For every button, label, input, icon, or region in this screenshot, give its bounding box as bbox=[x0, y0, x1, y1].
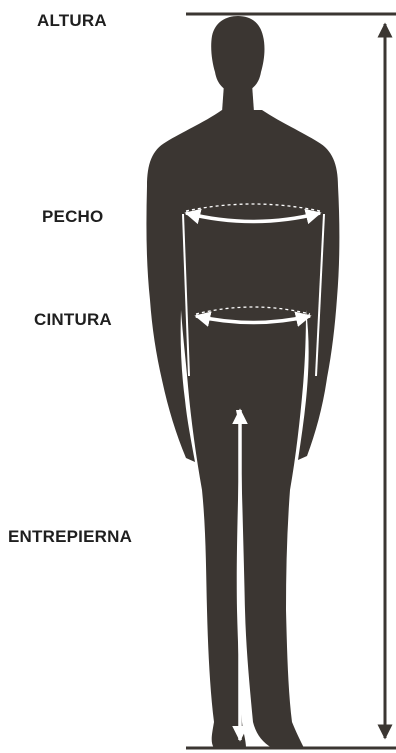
inseam-label: ENTREPIERNA bbox=[8, 528, 132, 545]
male-body-silhouette-icon bbox=[146, 16, 339, 748]
chest-label: PECHO bbox=[42, 208, 103, 225]
height-label: ALTURA bbox=[37, 12, 107, 29]
waist-label: CINTURA bbox=[34, 311, 112, 328]
